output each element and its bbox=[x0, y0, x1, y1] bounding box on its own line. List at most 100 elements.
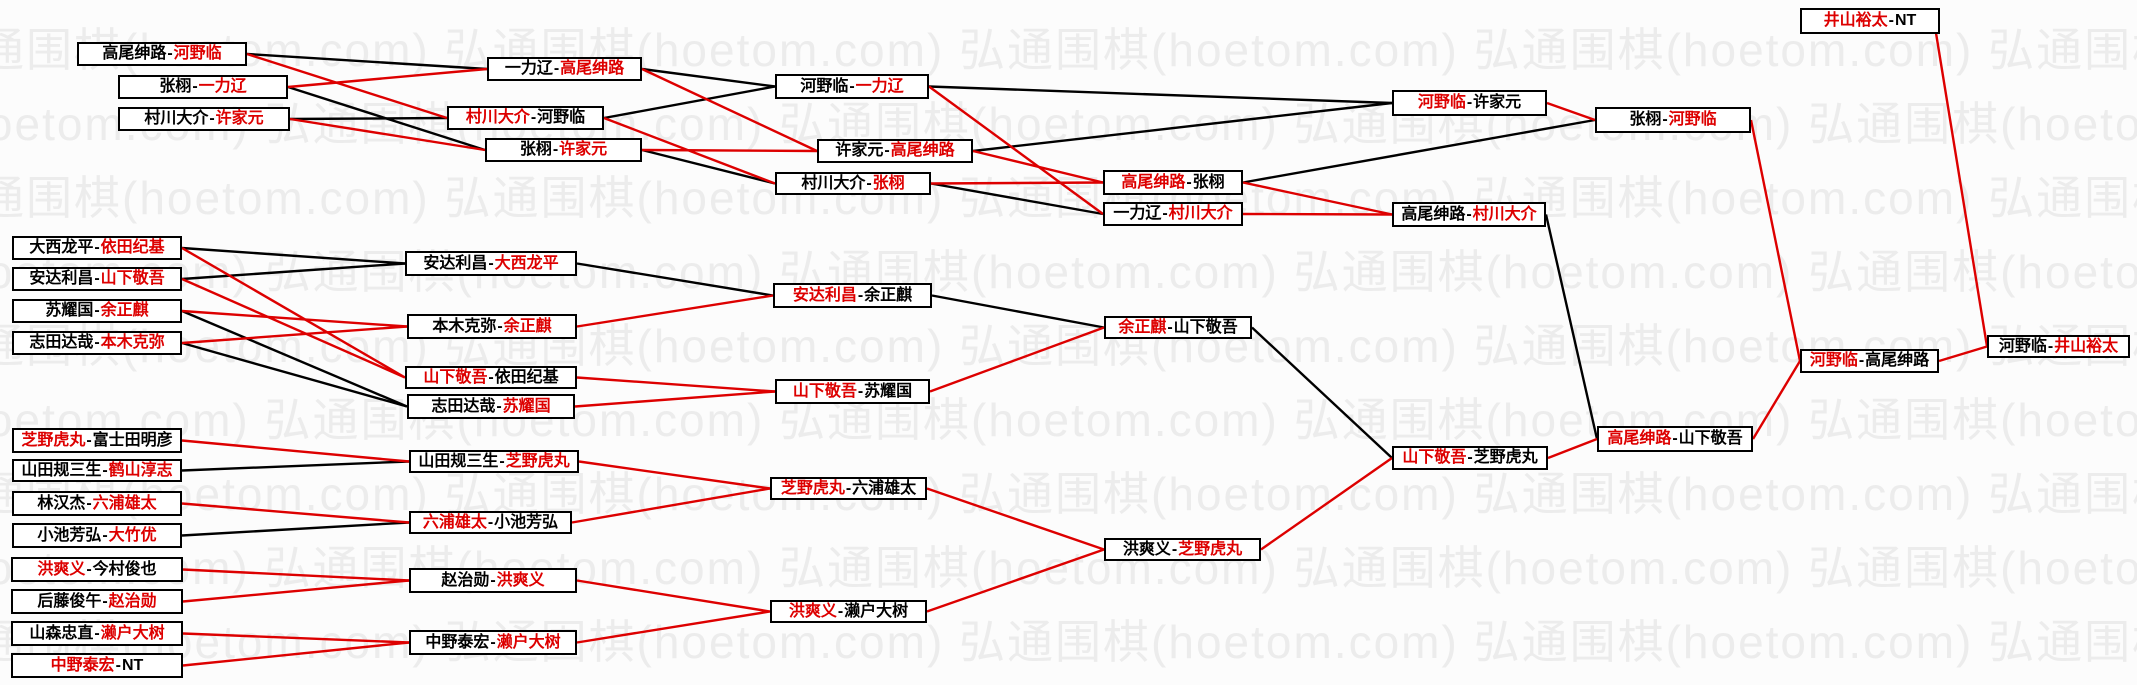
bracket-line-B6-B11 bbox=[182, 579, 410, 603]
match-box-B7[interactable]: 山森忠直-濑户大树 bbox=[11, 621, 183, 646]
player-name-right: 六浦雄太 bbox=[92, 494, 157, 512]
vs-dash: - bbox=[1888, 12, 1894, 29]
player-name-right: 许家元 bbox=[215, 110, 264, 127]
match-box-B9[interactable]: 山田规三生-芝野虎丸 bbox=[409, 450, 579, 473]
match-box-T9[interactable]: 村川大介-张栩 bbox=[775, 172, 931, 195]
player-name-left: 河野临 bbox=[1417, 94, 1466, 111]
player-name-right: 河野临 bbox=[173, 45, 222, 62]
match-box-M5[interactable]: 安达利昌-大西龙平 bbox=[405, 251, 577, 276]
match-box-T4[interactable]: 一力辽-高尾绅路 bbox=[487, 57, 642, 81]
match-box-B2[interactable]: 山田规三生-鹤山淳志 bbox=[12, 459, 182, 482]
player-name-left: 志田达哉 bbox=[431, 397, 496, 415]
vs-dash: - bbox=[553, 60, 560, 77]
vs-dash: - bbox=[552, 141, 559, 158]
match-box-B1[interactable]: 芝野虎丸-富士田明彦 bbox=[12, 428, 182, 453]
player-name-right: 小池芳弘 bbox=[494, 513, 559, 531]
player-name-left: 一力辽 bbox=[504, 60, 553, 77]
vs-dash: - bbox=[1672, 430, 1678, 447]
match-box-T10[interactable]: 高尾绅路-张栩 bbox=[1103, 170, 1243, 195]
vs-dash: - bbox=[1662, 111, 1668, 128]
bracket-line-B2-B9 bbox=[181, 460, 410, 472]
match-box-B4[interactable]: 小池芳弘-大竹优 bbox=[12, 523, 182, 548]
match-box-M10[interactable]: 山下敬吾-苏耀国 bbox=[775, 379, 930, 404]
match-box-T1[interactable]: 高尾绅路-河野临 bbox=[77, 42, 247, 66]
bracket-line-T12-T13 bbox=[1546, 101, 1596, 122]
match-box-T14[interactable]: 高尾绅路-村川大介 bbox=[1392, 202, 1546, 227]
match-box-M3[interactable]: 苏耀国-余正麒 bbox=[12, 299, 182, 323]
match-box-T16[interactable]: 河野临-高尾绅路 bbox=[1800, 349, 1939, 373]
match-box-B5[interactable]: 洪爽义-今村俊也 bbox=[11, 557, 183, 582]
bracket-line-T4-T8 bbox=[641, 67, 818, 153]
bracket-line-T8-T10 bbox=[972, 149, 1104, 184]
player-name-left: 山森忠直 bbox=[29, 624, 94, 642]
player-name-left: 高尾绅路 bbox=[1607, 430, 1672, 447]
match-box-B12[interactable]: 中野泰宏-濑户大树 bbox=[409, 630, 577, 655]
player-name-left: 六浦雄太 bbox=[422, 513, 487, 531]
match-box-M11[interactable]: 余正麒-山下敬吾 bbox=[1104, 316, 1252, 339]
player-name-left: 河野临 bbox=[1998, 337, 2047, 355]
bracket-line-B5-B11 bbox=[182, 568, 410, 582]
match-box-M7[interactable]: 山下敬吾-依田纪基 bbox=[405, 366, 577, 389]
bracket-line-T5-T7 bbox=[603, 85, 776, 120]
bracket-line-T8-T12 bbox=[972, 101, 1393, 153]
player-name-right: 一力辽 bbox=[198, 78, 247, 95]
vs-dash: - bbox=[530, 109, 537, 126]
vs-dash: - bbox=[2047, 337, 2054, 355]
match-box-B10[interactable]: 六浦雄太-小池芳弘 bbox=[409, 511, 572, 534]
match-box-B8[interactable]: 中野泰宏-NT bbox=[11, 653, 183, 678]
player-name-right: 依田纪基 bbox=[100, 239, 165, 256]
match-box-B6[interactable]: 后藤俊午-赵治勋 bbox=[11, 589, 183, 614]
bracket-line-M3-M6 bbox=[181, 309, 408, 328]
match-box-B11[interactable]: 赵治勋-洪爽义 bbox=[409, 568, 577, 593]
bracket-line-T1-T4 bbox=[246, 52, 488, 71]
match-box-M1[interactable]: 大西龙平-依田纪基 bbox=[12, 236, 182, 260]
player-name-right: 洪爽义 bbox=[496, 571, 545, 589]
match-box-T8[interactable]: 许家元-高尾绅路 bbox=[817, 139, 973, 163]
bracket-line-B15-M12 bbox=[1260, 457, 1393, 551]
bracket-line-M2-M5 bbox=[181, 262, 406, 281]
vs-dash: - bbox=[488, 254, 494, 272]
vs-dash: - bbox=[192, 78, 198, 95]
match-box-T6[interactable]: 张栩-许家元 bbox=[485, 138, 642, 162]
player-name-left: 芝野虎丸 bbox=[21, 431, 86, 449]
match-box-B14[interactable]: 洪爽义-濑户大树 bbox=[770, 600, 927, 623]
player-name-left: 村川大介 bbox=[801, 174, 866, 192]
bracket-line-M3-M8 bbox=[181, 309, 408, 408]
match-box-M9[interactable]: 安达利昌-余正麒 bbox=[773, 283, 932, 308]
match-box-T11[interactable]: 一力辽-村川大介 bbox=[1103, 202, 1243, 226]
match-box-M13[interactable]: 高尾绅路-山下敬吾 bbox=[1597, 426, 1753, 452]
match-box-T13[interactable]: 张栩-河野临 bbox=[1595, 107, 1751, 133]
match-box-T5[interactable]: 村川大介-河野临 bbox=[447, 106, 604, 130]
player-name-left: 山田规三生 bbox=[418, 452, 499, 470]
vs-dash: - bbox=[857, 286, 864, 304]
bracket-line-M13-T16 bbox=[1751, 360, 1802, 440]
match-box-M6[interactable]: 本木克弥-余正麒 bbox=[407, 314, 577, 339]
match-box-T3[interactable]: 村川大介-许家元 bbox=[118, 107, 290, 131]
match-box-B3[interactable]: 林汉杰-六浦雄太 bbox=[12, 491, 182, 516]
vs-dash: - bbox=[94, 334, 100, 351]
bracket-line-B1-B9 bbox=[181, 439, 410, 463]
vs-dash: - bbox=[497, 317, 503, 335]
match-box-M8[interactable]: 志田达哉-苏耀国 bbox=[407, 394, 575, 419]
match-box-B15[interactable]: 洪爽义-芝野虎丸 bbox=[1104, 538, 1261, 561]
vs-dash: - bbox=[1467, 449, 1473, 466]
match-box-M2[interactable]: 安达利昌-山下敬吾 bbox=[12, 267, 182, 291]
match-box-T7[interactable]: 河野临-一力辽 bbox=[775, 74, 929, 99]
match-box-T2[interactable]: 张栩-一力辽 bbox=[118, 75, 288, 99]
player-name-left: 河野临 bbox=[1809, 352, 1858, 369]
bracket-line-B3-B10 bbox=[181, 502, 410, 524]
player-name-right: NT bbox=[1895, 12, 1917, 29]
vs-dash: - bbox=[102, 461, 108, 479]
player-name-left: 大西龙平 bbox=[29, 239, 94, 256]
player-name-right: 张栩 bbox=[1192, 173, 1225, 191]
match-box-T15[interactable]: 井山裕太-NT bbox=[1800, 8, 1940, 34]
match-box-T12[interactable]: 河野临-许家元 bbox=[1392, 90, 1547, 116]
match-box-B13[interactable]: 芝野虎丸-六浦雄太 bbox=[770, 477, 927, 500]
bracket-line-T6-T8 bbox=[641, 148, 818, 153]
match-box-M4[interactable]: 志田达哉-本木克弥 bbox=[12, 331, 182, 355]
player-name-left: 志田达哉 bbox=[29, 334, 94, 351]
player-name-left: 安达利昌 bbox=[792, 286, 857, 304]
match-box-T17[interactable]: 河野临-井山裕太 bbox=[1987, 335, 2130, 358]
match-box-M12[interactable]: 山下敬吾-芝野虎丸 bbox=[1392, 446, 1548, 470]
